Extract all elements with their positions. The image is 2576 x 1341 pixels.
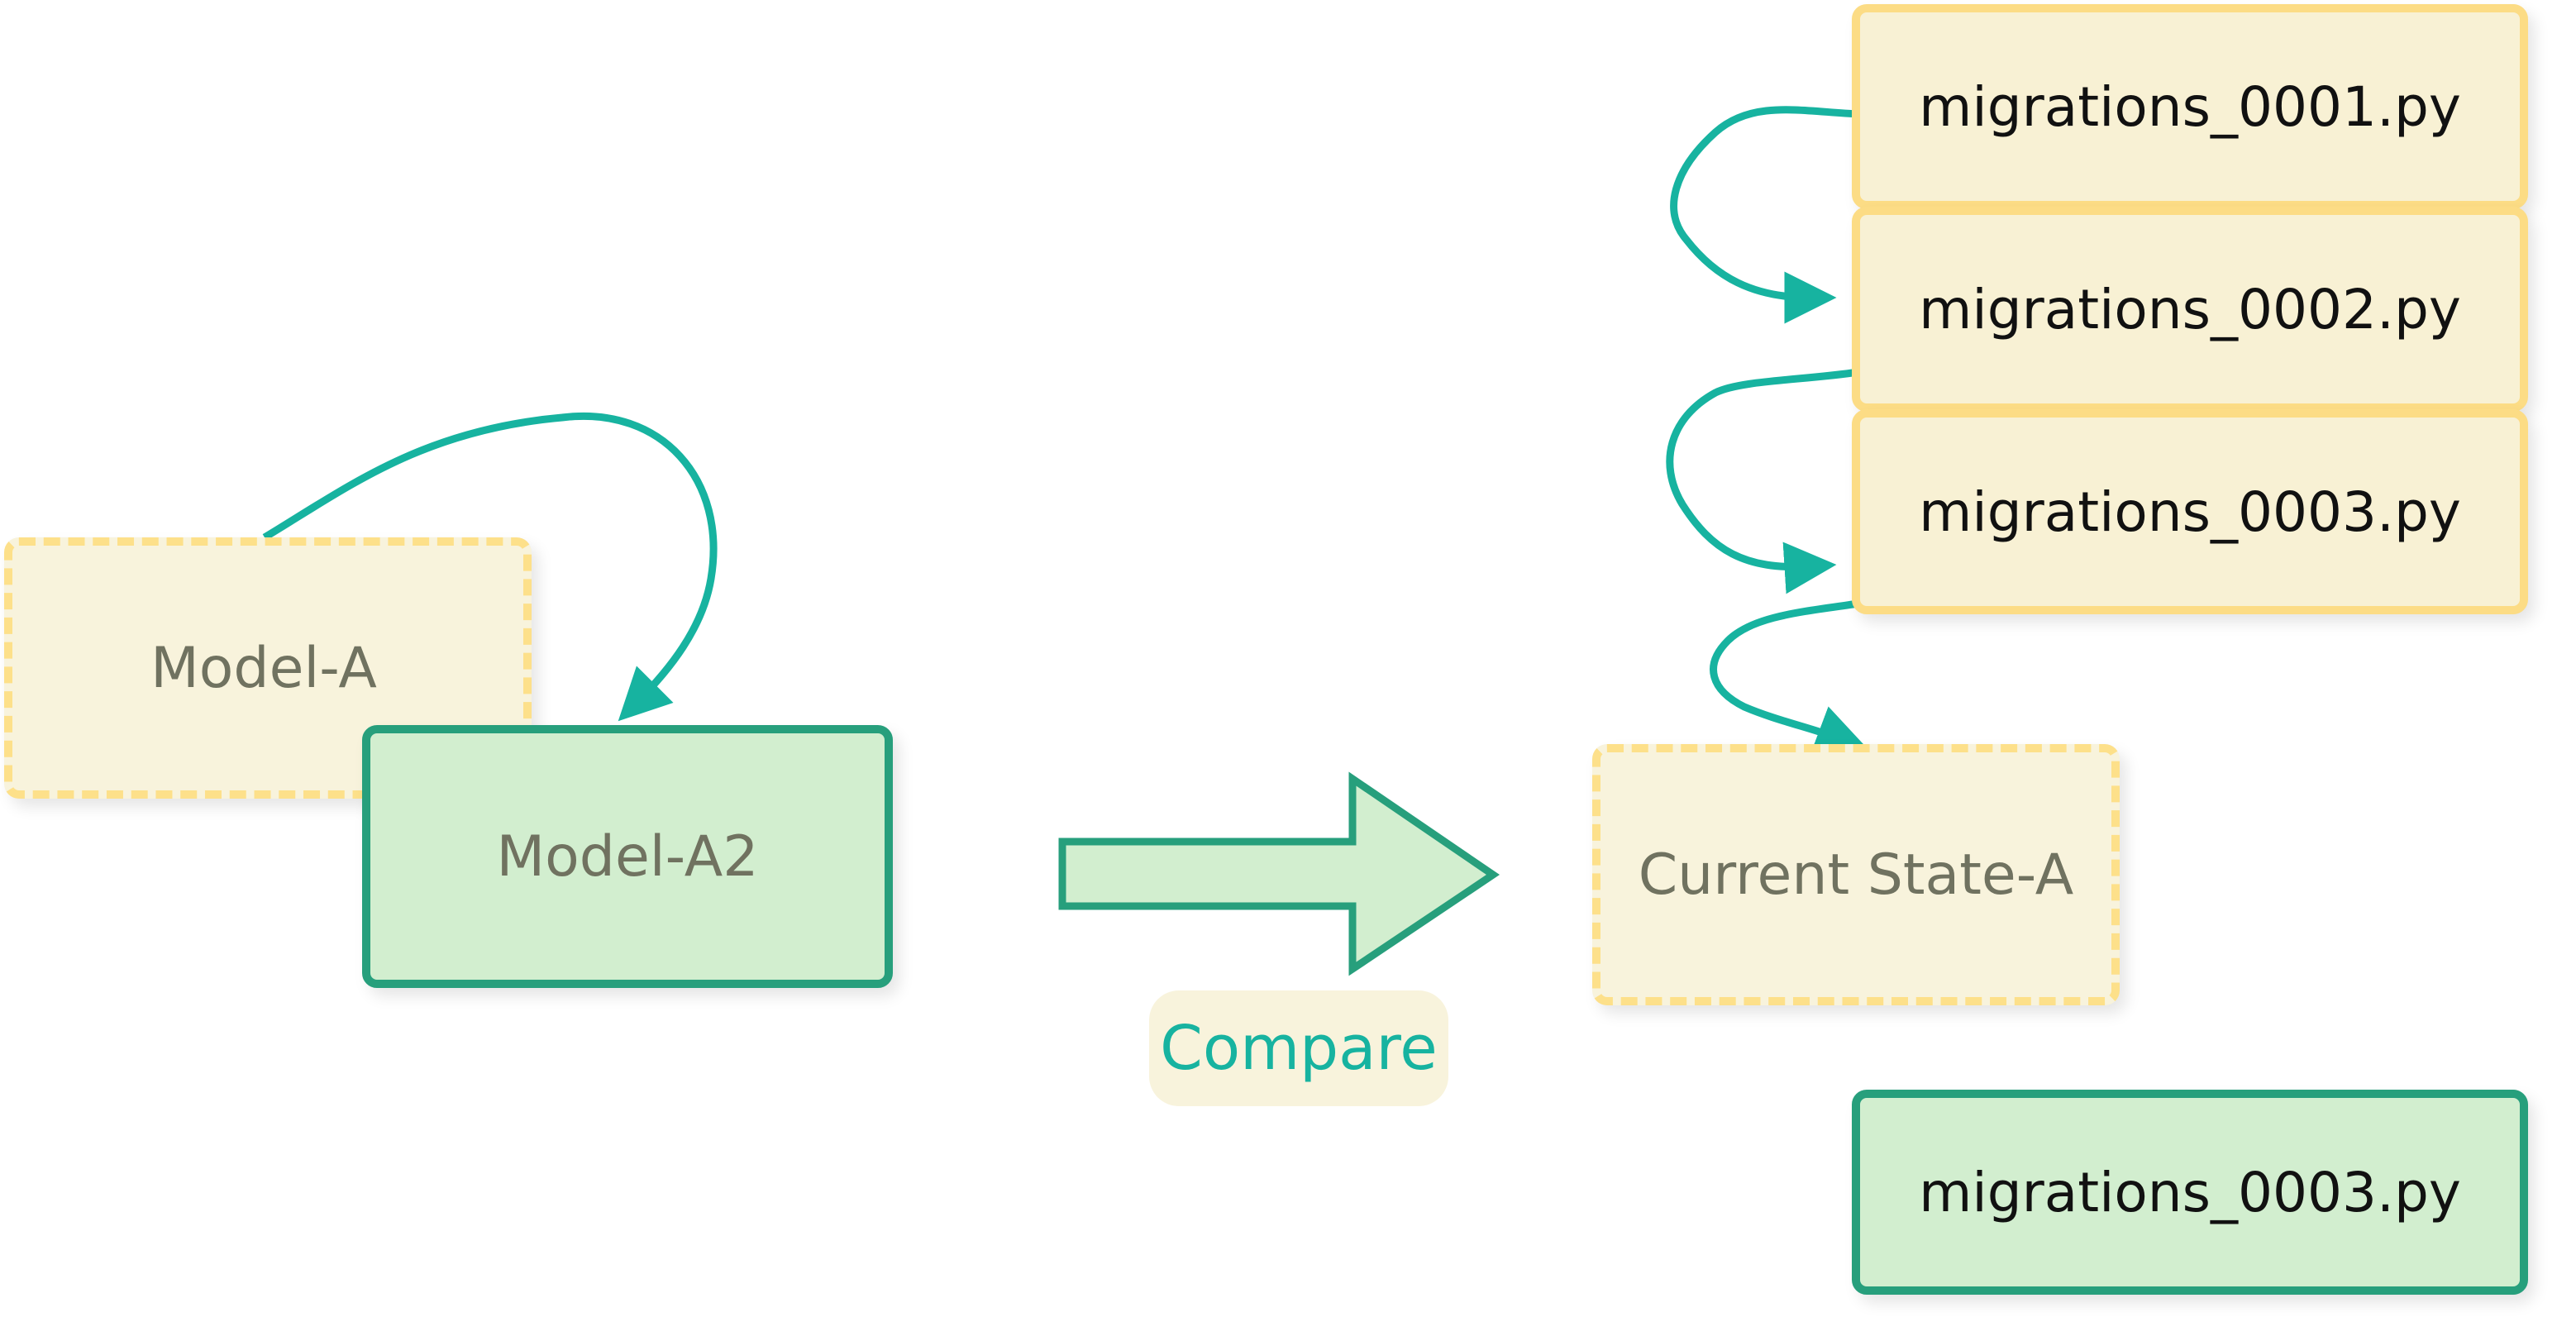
current-state-label: Current State-A [1638,842,2074,908]
migration-3-to-state-arrow [1710,599,1868,756]
migration-file-0003: migrations_0003.py [1852,409,2528,614]
compare-text: Compare [1160,1013,1438,1084]
model-a-label: Model-A [150,635,377,701]
migration-1-to-2-arrow [1670,106,1859,324]
migration-file-0002-label: migrations_0002.py [1919,277,2461,341]
model-a-to-a2-arrow [262,413,718,722]
current-state-box: Current State-A [1592,744,2120,1005]
migration-file-0001: migrations_0001.py [1852,4,2528,209]
migration-2-to-3-arrow [1666,368,1859,594]
new-migration-file: migrations_0003.py [1852,1090,2528,1295]
compare-label: Compare [1149,990,1448,1106]
compare-arrow [1058,771,1500,976]
migration-file-0003-label: migrations_0003.py [1919,480,2461,544]
model-a2-label: Model-A2 [496,823,759,890]
migration-file-0002: migrations_0002.py [1852,207,2528,412]
new-migration-file-label: migrations_0003.py [1919,1160,2461,1224]
model-a2-box: Model-A2 [362,725,893,988]
migration-file-0001-label: migrations_0001.py [1919,74,2461,139]
